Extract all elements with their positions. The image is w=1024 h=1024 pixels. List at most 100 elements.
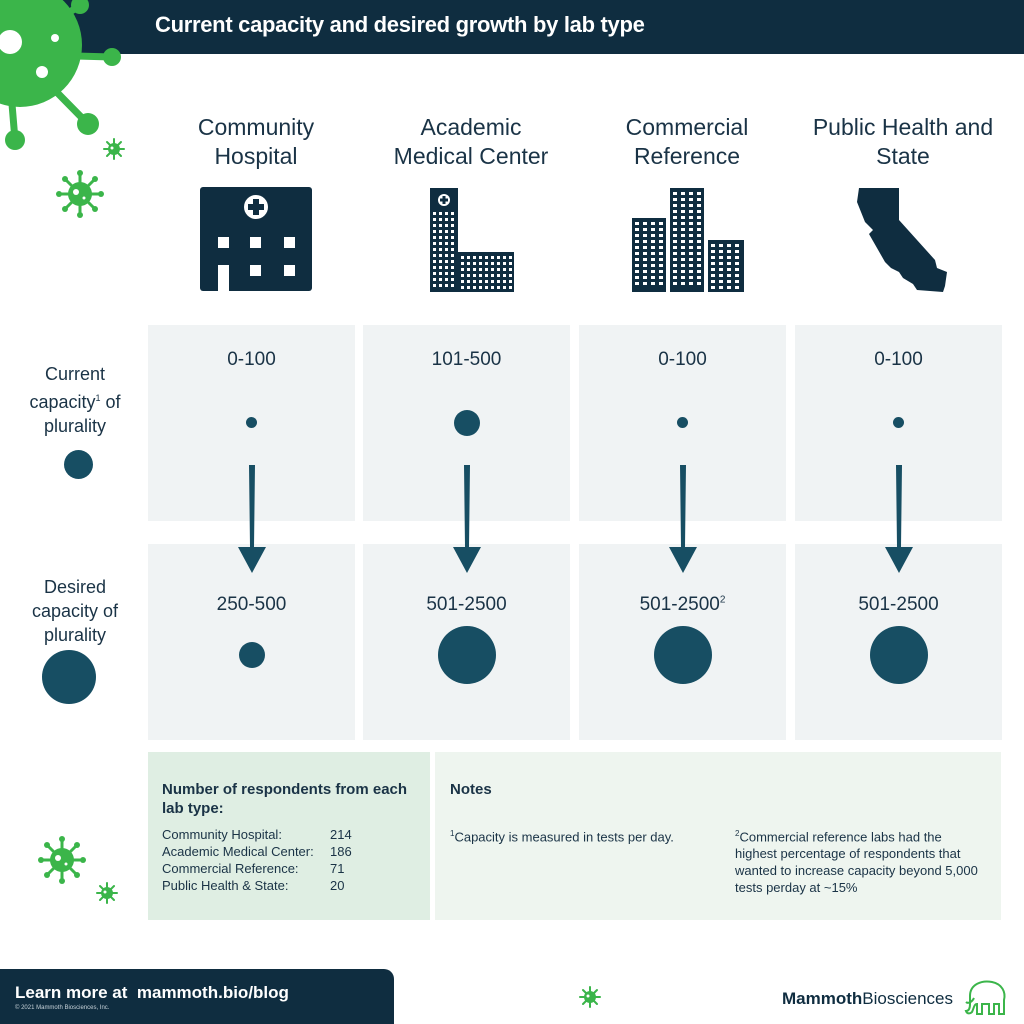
footnote-marker: 2 (735, 829, 740, 838)
current-dot (246, 417, 257, 428)
building-window (711, 244, 715, 247)
respondents-heading: Number of respondents from each lab type… (162, 780, 407, 818)
building-window (659, 276, 663, 279)
desired-range-text: 501-2500 (639, 594, 720, 615)
building-window (439, 230, 442, 233)
building-window (659, 282, 663, 285)
building-window (461, 274, 464, 277)
column-title-line: Reference (633, 143, 741, 169)
building-window (651, 228, 655, 231)
respondents-heading-line: Number of respondents from each (162, 781, 408, 798)
building-window (491, 274, 494, 277)
building-window (735, 286, 739, 289)
note-line: 2Commercial reference labs had the (735, 825, 978, 845)
building-window (467, 262, 470, 265)
building-window (451, 278, 454, 281)
building-window (643, 270, 647, 273)
building-window (643, 222, 647, 225)
building-window (719, 286, 723, 289)
building-window (689, 222, 693, 225)
building-window (643, 264, 647, 267)
building-window (719, 244, 723, 247)
note-line: wanted to increase capacity beyond 5,000 (735, 863, 978, 879)
building-window (497, 280, 500, 283)
building-window (497, 268, 500, 271)
building-window (643, 228, 647, 231)
building-window (659, 234, 663, 237)
respondents-count: 20 (330, 878, 345, 893)
building-window (719, 262, 723, 265)
current-range: 101-500 (431, 349, 502, 370)
building-window (473, 280, 476, 283)
building-window (451, 284, 454, 287)
building-window (673, 204, 677, 207)
building-window (711, 250, 715, 253)
desired-range: 250-500 (148, 594, 355, 616)
building-window (503, 262, 506, 265)
building-window (711, 256, 715, 259)
building-window (681, 234, 685, 237)
building-window (503, 286, 506, 289)
column-title-line: Academic (420, 114, 522, 140)
building-window (673, 222, 677, 225)
respondents-lab-type: Academic Medical Center: (162, 844, 314, 859)
building-window (711, 262, 715, 265)
respondents-table: Community Hospital:214 Academic Medical … (162, 826, 352, 894)
building-window (485, 262, 488, 265)
building-window (439, 236, 442, 239)
brand-wordmark-regular: Biosciences (862, 989, 953, 1008)
building-window (643, 246, 647, 249)
building-window (451, 212, 454, 215)
building-window (735, 262, 739, 265)
building-window (651, 258, 655, 261)
desired-dot (654, 626, 712, 684)
building-window (697, 198, 701, 201)
learn-more-link[interactable]: Learn more at mammoth.bio/blog (15, 983, 289, 1002)
building-window (439, 242, 442, 245)
building-window (491, 256, 494, 259)
building-window (451, 254, 454, 257)
building-window (497, 286, 500, 289)
building-window (461, 256, 464, 259)
building-window (673, 246, 677, 249)
building-window (451, 236, 454, 239)
building-window (635, 276, 639, 279)
building-window (473, 274, 476, 277)
building-window (673, 228, 677, 231)
building-window (451, 218, 454, 221)
building-window (497, 256, 500, 259)
virus-small-icon (96, 882, 118, 904)
copyright-text: © 2021 Mammoth Biosciences, Inc. (15, 1005, 110, 1011)
virus-medium-icon (56, 170, 104, 218)
column-title-academic-medical-center: Academic Medical Center (361, 113, 581, 171)
building-window (439, 260, 442, 263)
page-title: Current capacity and desired growth by l… (155, 12, 645, 37)
building-window (635, 234, 639, 237)
note-line: tests perday at ~15% (735, 880, 858, 896)
respondents-panel: Number of respondents from each lab type… (148, 752, 430, 920)
building-window (439, 284, 442, 287)
building-window (651, 240, 655, 243)
building-window (735, 256, 739, 259)
building-window (689, 228, 693, 231)
footnote-marker: 2 (719, 594, 726, 606)
building-window (689, 276, 693, 279)
building-window (651, 246, 655, 249)
building-window (697, 234, 701, 237)
building-window (681, 228, 685, 231)
column-title-line: Commercial (625, 114, 749, 140)
building-window (433, 254, 436, 257)
respondents-count: 186 (330, 844, 352, 859)
building-window (719, 268, 723, 271)
legend-dot-current (64, 450, 93, 479)
building-window (439, 272, 442, 275)
building-window (439, 248, 442, 251)
building-window (433, 266, 436, 269)
building-window (643, 240, 647, 243)
respondents-lab-type: Community Hospital: (162, 827, 282, 842)
note-text: Commercial reference labs had the (739, 829, 942, 845)
building-window (497, 262, 500, 265)
building-window (491, 262, 494, 265)
building-window (697, 276, 701, 279)
building-window (467, 286, 470, 289)
